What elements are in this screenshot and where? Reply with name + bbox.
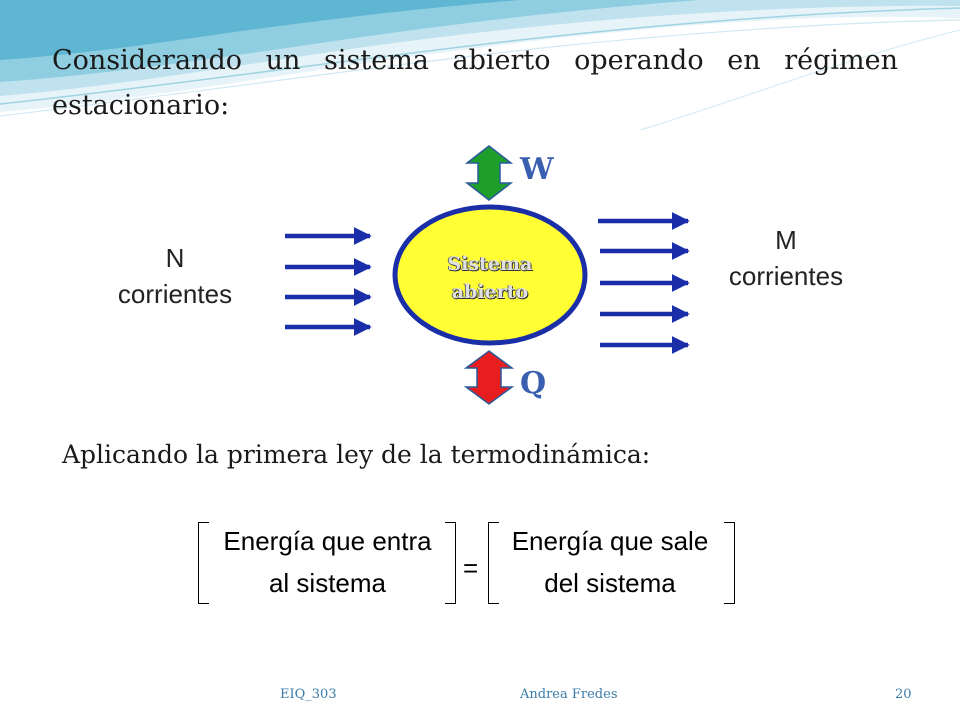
inlet-arrows — [285, 227, 372, 336]
system-label: Sistema abierto — [400, 250, 580, 306]
work-label: W — [520, 152, 554, 187]
outlet-streams-label: M corrientes — [706, 222, 866, 294]
energy-in-line-2: al sistema — [268, 568, 387, 598]
outlet-label-line-1: M — [775, 225, 797, 255]
header-wave-decoration — [0, 0, 960, 130]
right-bracket-close — [724, 522, 735, 604]
left-bracket-open — [198, 522, 209, 604]
right-bracket-open — [488, 522, 499, 604]
inlet-label-line-2: corrientes — [117, 279, 233, 309]
intro-line-1: Considerando un sistema abierto operando… — [52, 45, 898, 76]
footer-author: Andrea Fredes — [520, 687, 618, 702]
intro-text: Considerando un sistema abierto operando… — [52, 38, 898, 128]
system-label-line-1: Sistema — [447, 253, 533, 275]
system-label-line-2: abierto — [451, 281, 529, 303]
equals-sign: = — [463, 553, 479, 583]
footer-course: EIQ_303 — [280, 687, 337, 702]
outlet-arrows — [598, 212, 690, 354]
heat-double-arrow — [463, 350, 515, 405]
energy-out-line-1: Energía que sale — [511, 526, 709, 556]
energy-out-term: Energía que sale del sistema — [490, 520, 730, 604]
inlet-label-line-1: N — [165, 243, 185, 273]
energy-out-line-2: del sistema — [544, 568, 676, 598]
first-law-heading: Aplicando la primera ley de la termodiná… — [62, 440, 651, 469]
outlet-label-line-2: corrientes — [728, 261, 844, 291]
intro-line-2: estacionario: — [52, 90, 230, 121]
energy-in-line-1: Energía que entra — [223, 526, 432, 556]
work-double-arrow — [464, 145, 514, 201]
footer-page-number: 20 — [895, 687, 912, 702]
energy-in-term: Energía que entra al sistema — [200, 520, 455, 604]
left-bracket-close — [445, 522, 456, 604]
inlet-streams-label: N corrientes — [95, 240, 255, 312]
heat-label: Q — [520, 366, 547, 401]
system-ellipse — [392, 204, 588, 346]
